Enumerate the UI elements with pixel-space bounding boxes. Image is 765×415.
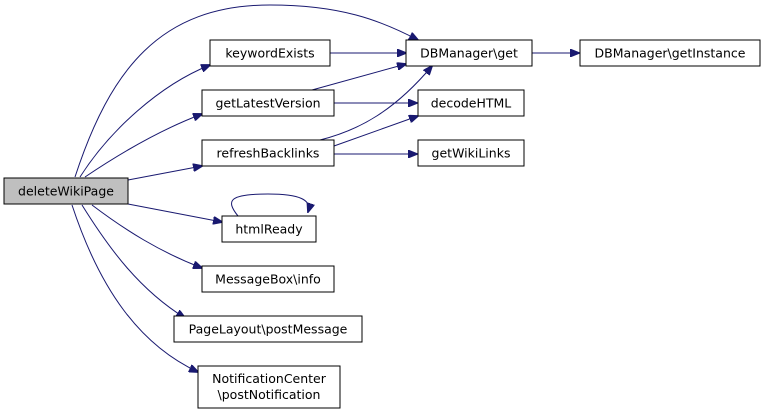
node-notificationCenterPostNotification[interactable]: NotificationCenter \postNotification: [197, 365, 341, 409]
node-label: htmlReady: [235, 222, 303, 237]
node-dbManagerGetInstance[interactable]: DBManager\getInstance: [579, 39, 761, 67]
nodes: deleteWikiPage keywordExists getLatestVe…: [3, 39, 761, 409]
node-decodeHTML[interactable]: decodeHTML: [417, 89, 525, 117]
node-label: MessageBox\info: [215, 272, 321, 287]
edge-deleteWikiPage-to-getLatestVersion: [84, 114, 202, 178]
node-label: decodeHTML: [431, 96, 512, 111]
edge-deleteWikiPage-to-dbManagerGet: [74, 4, 418, 178]
node-label: \postNotification: [218, 387, 321, 402]
node-label: NotificationCenter: [212, 371, 327, 386]
edge-htmlReady-self-loop: [231, 193, 309, 217]
node-htmlReady[interactable]: htmlReady: [221, 215, 317, 243]
node-keywordExists[interactable]: keywordExists: [209, 39, 331, 67]
edge-refreshBacklinks-to-dbManagerGet: [319, 66, 432, 141]
edge-refreshBacklinks-to-decodeHTML: [333, 116, 418, 147]
node-label: getWikiLinks: [432, 146, 511, 161]
edge-deleteWikiPage-to-keywordExists: [79, 65, 210, 178]
node-label: DBManager\get: [420, 46, 518, 61]
node-label: PageLayout\postMessage: [189, 322, 348, 337]
node-label: keywordExists: [225, 46, 314, 61]
node-dbManagerGet[interactable]: DBManager\get: [405, 39, 533, 67]
edge-deleteWikiPage-to-refreshBacklinks: [127, 166, 202, 181]
node-getWikiLinks[interactable]: getWikiLinks: [417, 139, 525, 167]
node-refreshBacklinks[interactable]: refreshBacklinks: [201, 139, 335, 167]
node-label: DBManager\getInstance: [595, 46, 746, 61]
edge-deleteWikiPage-to-htmlReady: [127, 203, 222, 222]
node-label: refreshBacklinks: [217, 146, 320, 161]
node-getLatestVersion[interactable]: getLatestVersion: [201, 89, 335, 117]
node-label: deleteWikiPage: [18, 184, 114, 199]
edge-deleteWikiPage-to-pageLayoutPostMessage: [81, 204, 185, 318]
node-label: getLatestVersion: [215, 96, 320, 111]
node-pageLayoutPostMessage[interactable]: PageLayout\postMessage: [173, 315, 363, 343]
edge-getLatestVersion-to-dbManagerGet: [311, 64, 406, 91]
node-messageBoxInfo[interactable]: MessageBox\info: [201, 265, 335, 293]
edges: [71, 4, 579, 372]
edge-deleteWikiPage-to-messageBoxInfo: [91, 204, 202, 268]
node-deleteWikiPage[interactable]: deleteWikiPage: [3, 177, 129, 205]
edge-deleteWikiPage-to-notificationCenterPostNotification: [71, 204, 198, 372]
